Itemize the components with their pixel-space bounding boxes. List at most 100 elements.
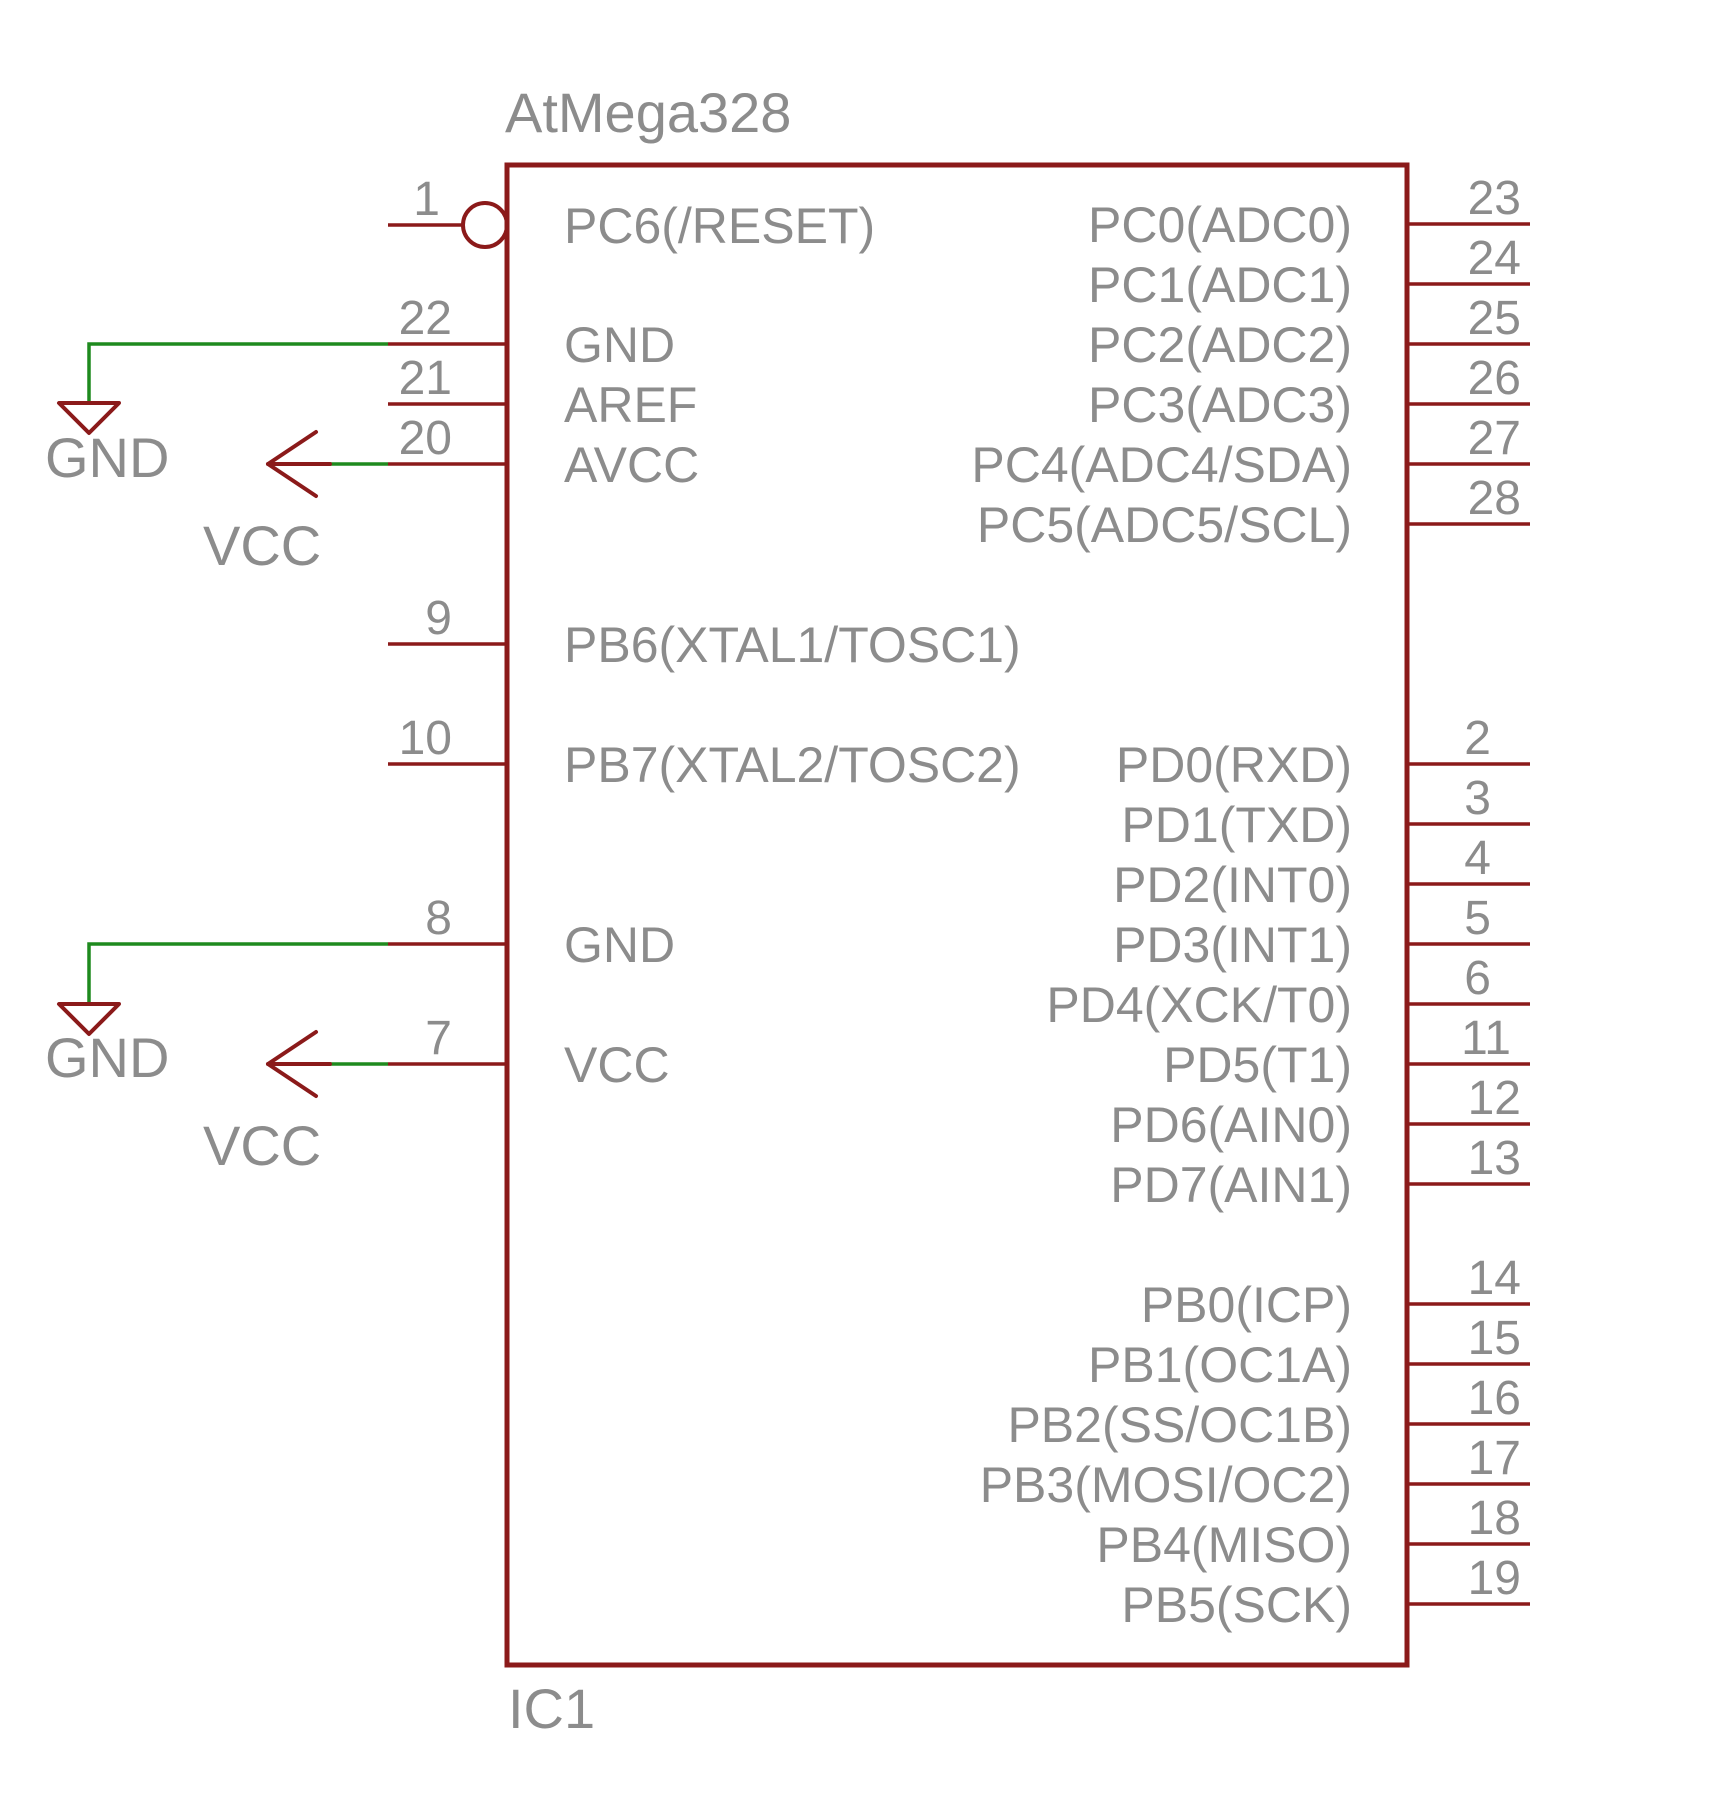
right-pin-24: 24 PC1(ADC1)	[1088, 232, 1530, 313]
pin-label: PD2(INT0)	[1113, 857, 1352, 913]
pin-label: PC2(ADC2)	[1088, 317, 1352, 373]
pin-label: PC0(ADC0)	[1088, 197, 1352, 253]
left-pin-7: 7 VCC	[388, 1012, 670, 1093]
pin-number: 9	[425, 592, 452, 645]
pin-label: PB6(XTAL1/TOSC1)	[564, 617, 1021, 673]
pin-label: PD0(RXD)	[1116, 737, 1352, 793]
pin-number: 20	[399, 412, 452, 465]
right-pin-6: 6 PD4(XCK/T0)	[1046, 952, 1530, 1033]
pin-number: 14	[1468, 1252, 1521, 1305]
gnd-net-lower: GND	[45, 942, 388, 1089]
pin-number: 2	[1464, 712, 1491, 765]
left-pin-9: 9 PB6(XTAL1/TOSC1)	[388, 592, 1021, 673]
vcc-arrow-icon	[266, 430, 318, 498]
pin-number: 21	[399, 352, 452, 405]
pin-number: 3	[1464, 772, 1491, 825]
pin-label: PC3(ADC3)	[1088, 377, 1352, 433]
right-pin-2: 2 PD0(RXD)	[1116, 712, 1530, 793]
pin-number: 19	[1468, 1552, 1521, 1605]
wire	[87, 342, 388, 403]
vcc-arrow-icon	[266, 1030, 318, 1098]
right-pin-4: 4 PD2(INT0)	[1113, 832, 1530, 913]
vcc-net-upper: VCC	[203, 430, 388, 577]
right-pin-28: 28 PC5(ADC5/SCL)	[977, 472, 1530, 553]
right-pin-13: 13 PD7(AIN1)	[1110, 1132, 1530, 1213]
right-pin-14: 14 PB0(ICP)	[1141, 1252, 1530, 1333]
pin-label: PD1(TXD)	[1121, 797, 1352, 853]
right-pin-26: 26 PC3(ADC3)	[1088, 352, 1530, 433]
pin-label: PD4(XCK/T0)	[1046, 977, 1352, 1033]
right-pin-18: 18 PB4(MISO)	[1096, 1492, 1530, 1573]
gnd-label: GND	[45, 426, 169, 489]
left-pin-1: 1 PC6(/RESET)	[388, 173, 875, 254]
vcc-label: VCC	[203, 1114, 321, 1177]
pin-number: 10	[399, 712, 452, 765]
pin-number: 15	[1468, 1312, 1521, 1365]
pin-label: PC1(ADC1)	[1088, 257, 1352, 313]
pin-number: 5	[1464, 892, 1491, 945]
pin-number: 23	[1468, 172, 1521, 225]
pin-label: VCC	[564, 1037, 670, 1093]
right-pin-3: 3 PD1(TXD)	[1121, 772, 1530, 853]
left-pin-20: 20 AVCC	[388, 412, 699, 493]
pin-label: GND	[564, 317, 675, 373]
pin-number: 6	[1464, 952, 1491, 1005]
pin-label: PD6(AIN0)	[1110, 1097, 1352, 1153]
right-pin-15: 15 PB1(OC1A)	[1088, 1312, 1530, 1393]
right-pin-23: 23 PC0(ADC0)	[1088, 172, 1530, 253]
inversion-bubble	[461, 201, 509, 249]
pin-number: 12	[1468, 1072, 1521, 1125]
pin-label: PB2(SS/OC1B)	[1007, 1397, 1352, 1453]
pin-number: 13	[1468, 1132, 1521, 1185]
pin-number: 18	[1468, 1492, 1521, 1545]
pin-label: PB5(SCK)	[1121, 1577, 1352, 1633]
component-designator: IC1	[508, 1677, 595, 1740]
pin-label: PB3(MOSI/OC2)	[980, 1457, 1352, 1513]
pin-number: 11	[1461, 1012, 1511, 1065]
pin-label: PB0(ICP)	[1141, 1277, 1352, 1333]
pin-label: PD7(AIN1)	[1110, 1157, 1352, 1213]
right-pin-17: 17 PB3(MOSI/OC2)	[980, 1432, 1530, 1513]
pin-number: 28	[1468, 472, 1521, 525]
pin-number: 1	[413, 173, 440, 226]
ic-body	[504, 162, 1410, 1668]
ground-symbol-icon	[57, 401, 121, 435]
component-name: AtMega328	[505, 81, 791, 144]
pin-number: 24	[1468, 232, 1521, 285]
pin-number: 25	[1468, 292, 1521, 345]
pin-number: 17	[1468, 1432, 1521, 1485]
pin-number: 22	[399, 292, 452, 345]
pin-label: GND	[564, 917, 675, 973]
vcc-net-lower: VCC	[203, 1030, 388, 1177]
right-pin-19: 19 PB5(SCK)	[1121, 1552, 1530, 1633]
pin-number: 16	[1468, 1372, 1521, 1425]
pin-number: 7	[425, 1012, 452, 1065]
left-pin-10: 10 PB7(XTAL2/TOSC2)	[388, 712, 1021, 793]
pin-label: PD5(T1)	[1163, 1037, 1352, 1093]
right-pin-12: 12 PD6(AIN0)	[1110, 1072, 1530, 1153]
left-pin-21: 21 AREF	[388, 352, 697, 433]
pin-label: AVCC	[564, 437, 699, 493]
right-pin-25: 25 PC2(ADC2)	[1088, 292, 1530, 373]
wire	[87, 942, 388, 1004]
pin-label: PB1(OC1A)	[1088, 1337, 1352, 1393]
gnd-net-upper: GND	[45, 342, 388, 489]
right-pin-16: 16 PB2(SS/OC1B)	[1007, 1372, 1530, 1453]
pin-number: 26	[1468, 352, 1521, 405]
pin-label: AREF	[564, 377, 697, 433]
pin-number: 27	[1468, 412, 1521, 465]
right-pin-5: 5 PD3(INT1)	[1113, 892, 1530, 973]
left-pin-8: 8 GND	[388, 892, 675, 973]
right-pin-27: 27 PC4(ADC4/SDA)	[971, 412, 1530, 493]
right-pin-11: 11 PD5(T1)	[1163, 1012, 1530, 1093]
left-pin-22: 22 GND	[388, 292, 675, 373]
pin-label: PB7(XTAL2/TOSC2)	[564, 737, 1021, 793]
pin-number: 4	[1464, 832, 1491, 885]
gnd-label: GND	[45, 1026, 169, 1089]
ground-symbol-icon	[57, 1002, 121, 1036]
pin-label: PC5(ADC5/SCL)	[977, 497, 1352, 553]
pin-number: 8	[425, 892, 452, 945]
pin-label: PC6(/RESET)	[564, 198, 875, 254]
vcc-label: VCC	[203, 514, 321, 577]
